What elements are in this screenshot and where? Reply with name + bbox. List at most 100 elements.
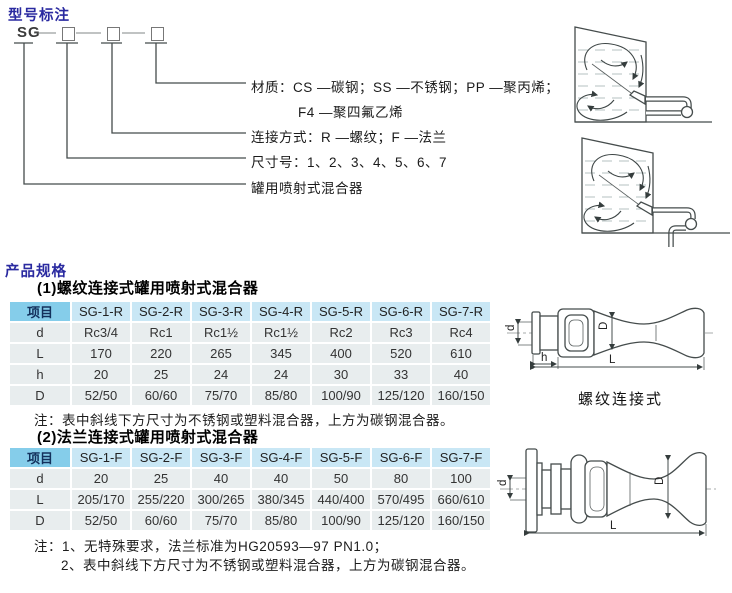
footnote-line1: 注：1、无特殊要求，法兰标准为HG20593—97 PN1.0； bbox=[34, 539, 388, 554]
dim-label-L: L bbox=[609, 354, 616, 366]
table-cell: 205/170 bbox=[72, 490, 130, 509]
table-col-header: SG-5-R bbox=[312, 302, 370, 321]
table-cell: 125/120 bbox=[372, 511, 430, 530]
dim-label-h: h bbox=[541, 352, 547, 364]
table-cell: 520 bbox=[372, 344, 430, 363]
table-cell: 400 bbox=[312, 344, 370, 363]
table-cell: 24 bbox=[252, 365, 310, 384]
table-col-header: SG-6-F bbox=[372, 448, 430, 467]
flange-mixer-drawing: d D L bbox=[497, 448, 716, 536]
table-cell: 660/610 bbox=[432, 490, 490, 509]
table-cell: 24 bbox=[192, 365, 250, 384]
table-col-header: SG-2-R bbox=[132, 302, 190, 321]
row-label: L bbox=[10, 344, 70, 363]
table-cell: 40 bbox=[252, 469, 310, 488]
dim-label-D2: D bbox=[654, 477, 666, 485]
table-cell: 170 bbox=[72, 344, 130, 363]
table-cell: 75/70 bbox=[192, 386, 250, 405]
dim-label-d2: d bbox=[497, 480, 509, 486]
table-cell: 220 bbox=[132, 344, 190, 363]
table-cell: 52/50 bbox=[72, 386, 130, 405]
table-cell: 20 bbox=[72, 365, 130, 384]
table-cell: 60/60 bbox=[132, 511, 190, 530]
table-cell: 85/80 bbox=[252, 511, 310, 530]
table-col-header: SG-4-F bbox=[252, 448, 310, 467]
threaded-diagram-caption: 螺纹连接式 bbox=[578, 391, 664, 408]
table-col-header: SG-3-F bbox=[192, 448, 250, 467]
table-cell: Rc3 bbox=[372, 323, 430, 342]
table-cell: 160/150 bbox=[432, 511, 490, 530]
table-cell: 50 bbox=[312, 469, 370, 488]
table-cell: Rc2 bbox=[312, 323, 370, 342]
material-label-line1: 材质：CS —碳钢；SS —不锈钢；PP —聚丙烯； bbox=[251, 80, 560, 95]
table-cell: 255/220 bbox=[132, 490, 190, 509]
table-cell: 25 bbox=[132, 365, 190, 384]
table-col-header: SG-3-R bbox=[192, 302, 250, 321]
tank-mixing-diagrams bbox=[574, 26, 730, 247]
model-code-box-size bbox=[62, 27, 75, 41]
table-cell: 100/90 bbox=[312, 511, 370, 530]
threaded-mixer-drawing: d D h L bbox=[505, 307, 713, 370]
table-col-header: SG-1-F bbox=[72, 448, 130, 467]
table-cell: 345 bbox=[252, 344, 310, 363]
table-col-header: SG-2-F bbox=[132, 448, 190, 467]
table-cell: 40 bbox=[432, 365, 490, 384]
footnote-line2: 2、表中斜线下方尺寸为不锈钢或塑料混合器，上方为碳钢混合器。 bbox=[61, 557, 476, 573]
table-cell: 52/50 bbox=[72, 511, 130, 530]
product-name-label: 罐用喷射式混合器 bbox=[251, 181, 363, 196]
table-col-header: SG-5-F bbox=[312, 448, 370, 467]
table-cell: 100 bbox=[432, 469, 490, 488]
row-label: D bbox=[10, 511, 70, 530]
table-cell: 570/495 bbox=[372, 490, 430, 509]
table-cell: 100/90 bbox=[312, 386, 370, 405]
table-cell: 85/80 bbox=[252, 386, 310, 405]
model-code-prefix: SG bbox=[17, 24, 41, 41]
table-cell: 40 bbox=[192, 469, 250, 488]
dim-label-L2: L bbox=[610, 520, 617, 532]
row-label: d bbox=[10, 469, 70, 488]
table-col-header: SG-7-R bbox=[432, 302, 490, 321]
model-code-connector-lines bbox=[14, 32, 246, 185]
table1-note: 注：表中斜线下方尺寸为不锈钢或塑料混合器，上方为碳钢混合器。 bbox=[34, 413, 454, 428]
table-cell: 440/400 bbox=[312, 490, 370, 509]
dim-label-d: d bbox=[505, 325, 517, 331]
table-cell: Rc3/4 bbox=[72, 323, 130, 342]
row-label: D bbox=[10, 386, 70, 405]
table-cell: Rc4 bbox=[432, 323, 490, 342]
row-label: h bbox=[10, 365, 70, 384]
table-cell: 33 bbox=[372, 365, 430, 384]
model-section-title: 型号标注 bbox=[8, 8, 70, 24]
table-cell: 265 bbox=[192, 344, 250, 363]
connection-label: 连接方式：R —螺纹；F —法兰 bbox=[251, 130, 447, 145]
footnotes: 注：1、无特殊要求，法兰标准为HG20593—97 PN1.0； 2、表中斜线下… bbox=[34, 538, 475, 575]
table-col-header: SG-1-R bbox=[72, 302, 130, 321]
model-code-box-material bbox=[151, 27, 164, 41]
size-number-label: 尺寸号：1、2、3、4、5、6、7 bbox=[251, 155, 448, 170]
table-cell: Rc1½ bbox=[252, 323, 310, 342]
table2-caption: (2)法兰连接式罐用喷射式混合器 bbox=[37, 429, 259, 446]
table-cell: 60/60 bbox=[132, 386, 190, 405]
table-corner-header: 项目 bbox=[10, 302, 70, 321]
table-corner-header: 项目 bbox=[10, 448, 70, 467]
model-code-box-connection bbox=[107, 27, 120, 41]
table-cell: 25 bbox=[132, 469, 190, 488]
table-cell: 380/345 bbox=[252, 490, 310, 509]
row-label: d bbox=[10, 323, 70, 342]
table-cell: 300/265 bbox=[192, 490, 250, 509]
row-label: L bbox=[10, 490, 70, 509]
table-cell: 75/70 bbox=[192, 511, 250, 530]
table-cell: 610 bbox=[432, 344, 490, 363]
table-cell: 20 bbox=[72, 469, 130, 488]
table-col-header: SG-7-F bbox=[432, 448, 490, 467]
material-label-line2: F4 —聚四氟乙烯 bbox=[298, 105, 404, 120]
spec-section-title: 产品规格 bbox=[5, 264, 67, 280]
table-cell: Rc1½ bbox=[192, 323, 250, 342]
